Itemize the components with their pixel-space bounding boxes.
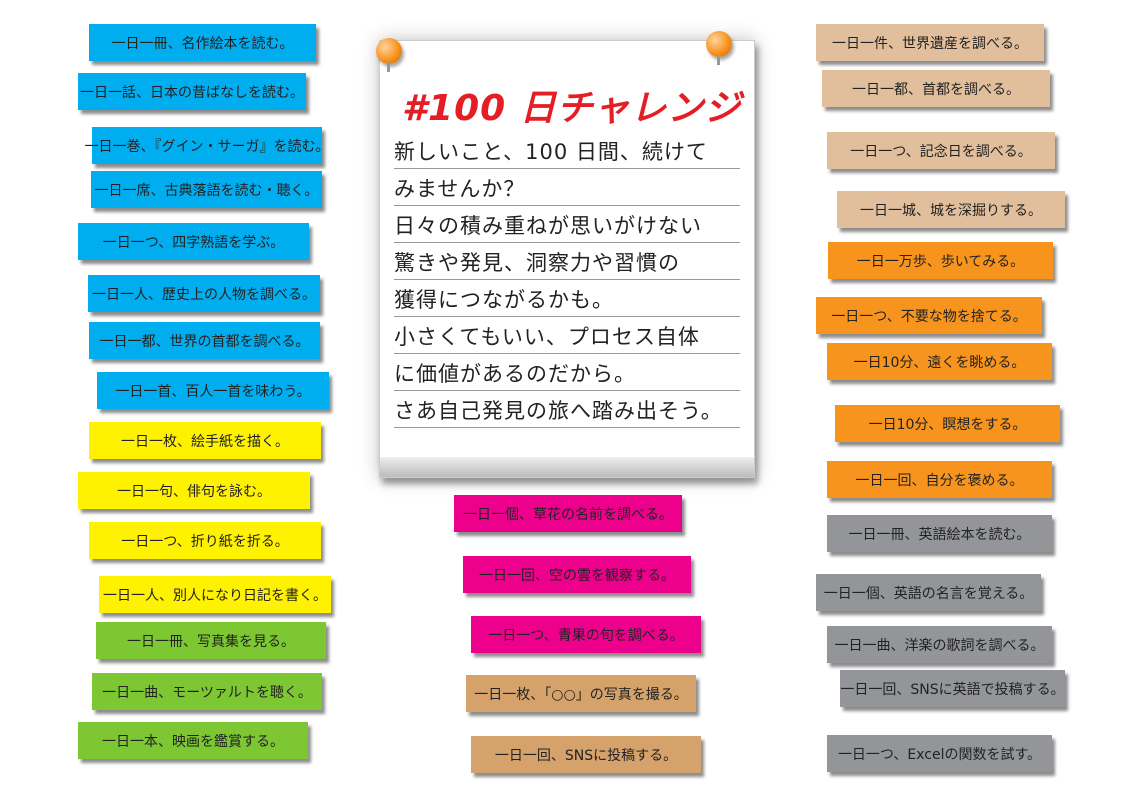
sticky-note-gray: 一日一個、英語の名言を覚える。 <box>816 574 1041 611</box>
card-line: 驚きや発見、洞察力や習慣の <box>394 244 740 280</box>
sticky-note-gray: 一日一曲、洋楽の歌詞を調べる。 <box>827 626 1052 663</box>
sticky-note-beige: 一日一つ、記念日を調べる。 <box>827 132 1055 169</box>
sticky-note-gray: 一日一回、SNSに英語で投稿する。 <box>840 670 1065 707</box>
card-title: #100 日チャレンジ <box>402 88 742 129</box>
sticky-note-yellow: 一日一枚、絵手紙を描く。 <box>89 422 321 459</box>
sticky-note-blue: 一日一つ、四字熟語を学ぶ。 <box>78 223 309 260</box>
sticky-note-orange: 一日10分、遠くを眺める。 <box>827 343 1052 380</box>
card-line: みませんか？ <box>394 170 740 206</box>
sticky-note-tan: 一日一回、SNSに投稿する。 <box>471 736 701 773</box>
sticky-note-gray: 一日一冊、英語絵本を読む。 <box>827 515 1052 552</box>
sticky-note-green: 一日一曲、モーツァルトを聴く。 <box>92 673 322 710</box>
card-line: さあ自己発見の旅へ踏み出そう。 <box>394 392 740 428</box>
sticky-note-yellow: 一日一句、俳句を詠む。 <box>78 472 310 509</box>
sticky-note-gray: 一日一つ、Excelの関数を試す。 <box>827 735 1052 772</box>
card-line: に価値があるのだから。 <box>394 355 740 391</box>
card-line: 獲得につながるかも。 <box>394 281 740 317</box>
sticky-note-blue: 一日一話、日本の昔ばなしを読む。 <box>78 73 306 110</box>
sticky-note-orange: 一日10分、瞑想をする。 <box>835 405 1060 442</box>
sticky-note-blue: 一日一巻、『グイン・サーガ』を読む。 <box>85 127 330 164</box>
sticky-note-yellow: 一日一人、別人になり日記を書く。 <box>99 576 331 613</box>
sticky-note-green: 一日一冊、写真集を見る。 <box>96 622 326 659</box>
sticky-note-yellow: 一日一つ、折り紙を折る。 <box>89 522 321 559</box>
challenge-card: #100 日チャレンジ 新しいこと、100 日間、続けて みませんか？ 日々の積… <box>379 40 755 478</box>
card-line: 小さくてもいい、プロセス自体 <box>394 318 740 354</box>
sticky-note-orange: 一日一万歩、歩いてみる。 <box>828 242 1053 279</box>
sticky-note-magenta: 一日一個、草花の名前を調べる。 <box>454 495 682 532</box>
card-line: 日々の積み重ねが思いがけない <box>394 207 740 243</box>
sticky-note-green: 一日一本、映画を鑑賞する。 <box>78 722 308 759</box>
sticky-note-blue: 一日一首、百人一首を味わう。 <box>97 372 329 409</box>
card-line: 新しいこと、100 日間、続けて <box>394 133 740 169</box>
sticky-note-beige: 一日一件、世界遺産を調べる。 <box>816 24 1044 61</box>
sticky-note-beige: 一日一城、城を深掘りする。 <box>837 191 1065 228</box>
pushpin-icon <box>706 31 732 65</box>
sticky-note-orange: 一日一回、自分を褒める。 <box>827 461 1052 498</box>
sticky-note-magenta: 一日一回、空の雲を観察する。 <box>463 556 691 593</box>
pushpin-icon <box>376 38 402 72</box>
sticky-note-blue: 一日一冊、名作絵本を読む。 <box>89 24 316 61</box>
sticky-note-blue: 一日一席、古典落語を読む・聴く。 <box>91 171 322 208</box>
sticky-note-orange: 一日一つ、不要な物を捨てる。 <box>816 297 1042 334</box>
card-curl <box>380 457 754 477</box>
sticky-note-tan: 一日一枚、「○○」の写真を撮る。 <box>466 675 696 712</box>
sticky-note-blue: 一日一人、歴史上の人物を調べる。 <box>88 275 320 312</box>
sticky-note-magenta: 一日一つ、青果の旬を調べる。 <box>471 616 701 653</box>
sticky-note-blue: 一日一都、世界の首都を調べる。 <box>89 322 320 359</box>
sticky-note-beige: 一日一都、首都を調べる。 <box>822 70 1050 107</box>
